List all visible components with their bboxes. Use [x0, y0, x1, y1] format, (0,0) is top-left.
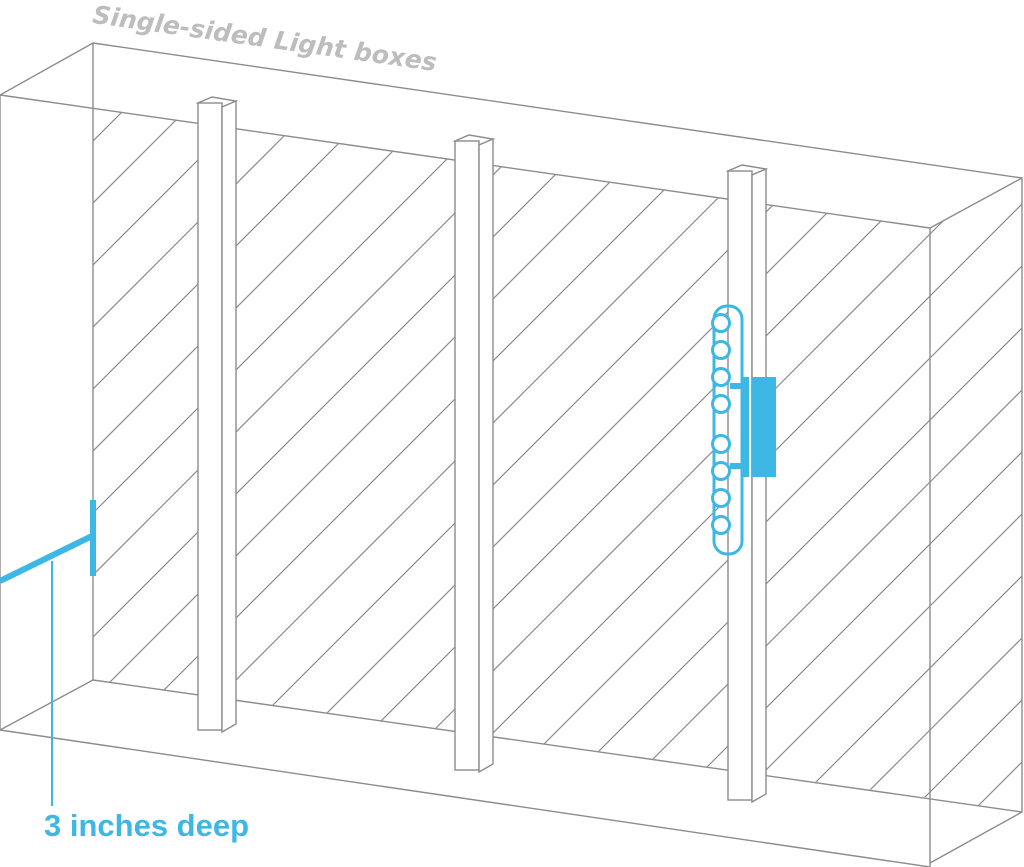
- post-front: [727, 170, 753, 801]
- led-bulb: [711, 488, 731, 508]
- hatch-line: [139, 108, 1022, 812]
- hatch-line: [93, 108, 421, 812]
- led-bulb: [711, 515, 731, 535]
- hatch-line: [0, 0, 48, 867]
- led-bulb: [711, 394, 731, 414]
- box-outline: [0, 42, 1023, 867]
- depth-label: 3 inches deep: [44, 808, 250, 843]
- led-module: [711, 304, 776, 556]
- hatch-line: [759, 108, 1022, 812]
- post: [452, 134, 496, 774]
- post: [725, 164, 769, 804]
- support-posts: [195, 96, 769, 804]
- hatch-line: [263, 108, 1022, 812]
- mount-tab: [730, 463, 742, 469]
- hatch-line: [93, 108, 297, 812]
- post-side: [221, 99, 237, 734]
- hatch-line: [93, 108, 669, 812]
- hatch-line: [883, 108, 1022, 812]
- led-bulb: [711, 340, 731, 360]
- post: [195, 96, 239, 734]
- mount-tab: [730, 383, 742, 389]
- hatch-line: [821, 108, 1022, 812]
- hatch-line: [573, 108, 1022, 812]
- depth-indicator: [0, 500, 96, 806]
- led-bulb: [711, 367, 731, 387]
- hatch-line: [93, 108, 607, 812]
- hatch-line: [93, 108, 793, 812]
- mount-plate: [741, 377, 749, 477]
- hatch-line: [511, 108, 1022, 812]
- mount-block: [752, 377, 776, 477]
- front-frame: [0, 94, 931, 867]
- post-side: [751, 167, 767, 804]
- hatch-line: [93, 108, 359, 812]
- hatch-line: [635, 108, 1022, 812]
- hatch-line: [93, 108, 173, 812]
- hatch-line: [93, 108, 855, 812]
- hatch-line: [697, 108, 1022, 812]
- post-front: [454, 140, 480, 771]
- led-bulb: [711, 313, 731, 333]
- post-front: [197, 102, 223, 731]
- led-bulb: [711, 434, 731, 454]
- post-side: [478, 137, 494, 774]
- led-bulb: [711, 461, 731, 481]
- hatch-line: [93, 108, 731, 812]
- hatch-line: [449, 108, 1022, 812]
- hatch-line: [93, 108, 483, 812]
